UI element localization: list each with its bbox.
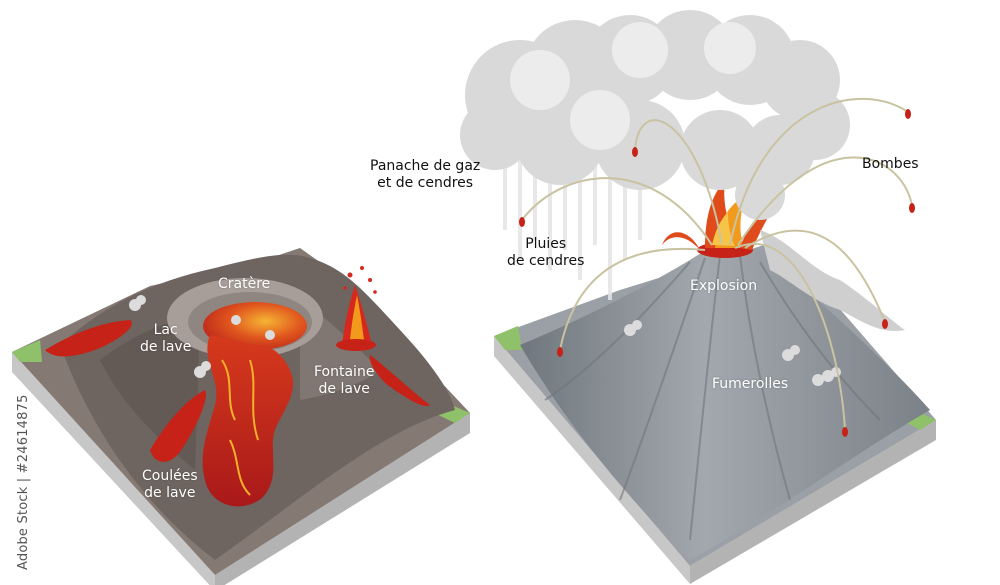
label-cratere: Cratère xyxy=(218,276,271,292)
grass-patch-left xyxy=(12,340,42,362)
stratovolcano-cone xyxy=(520,245,930,560)
label-coulees-de-lave: Coulées de lave xyxy=(142,468,198,501)
left-fumes xyxy=(129,295,275,378)
grass-patch-right-left xyxy=(494,326,522,350)
lava-flow-right xyxy=(369,355,430,407)
cone-ridges xyxy=(544,254,881,541)
main-lava-flow xyxy=(202,335,294,507)
label-lac-de-lave: Lac de lave xyxy=(140,322,192,355)
right-fumes xyxy=(624,320,841,386)
lava-lake xyxy=(203,302,307,350)
right-block-side-left xyxy=(494,336,690,584)
lava-flow-veins xyxy=(221,359,259,496)
label-panache: Panache de gaz et de cendres xyxy=(370,158,481,191)
bomb-trajectories xyxy=(521,97,913,431)
plume-highlights xyxy=(510,22,756,150)
explosive-volcano-block xyxy=(460,10,936,584)
bombs xyxy=(519,109,915,437)
left-block-side-right xyxy=(215,413,470,585)
lava-flow-left xyxy=(45,320,132,357)
label-fumerolles: Fumerolles xyxy=(712,376,789,392)
right-block-side-right xyxy=(690,420,936,584)
ash-column xyxy=(760,230,905,331)
label-explosion: Explosion xyxy=(690,278,758,294)
lava-fountain xyxy=(336,266,377,351)
label-bombes: Bombes xyxy=(862,156,919,172)
lava-flow-lower xyxy=(150,390,206,462)
effusive-volcano-block xyxy=(12,248,470,585)
label-pluies-de-cendres: Pluies de cendres xyxy=(507,236,585,269)
left-block-side-left xyxy=(12,352,215,585)
label-fontaine-de-lave: Fontaine de lave xyxy=(314,364,375,397)
stock-id-watermark: Adobe Stock | #24614875 xyxy=(16,394,31,570)
